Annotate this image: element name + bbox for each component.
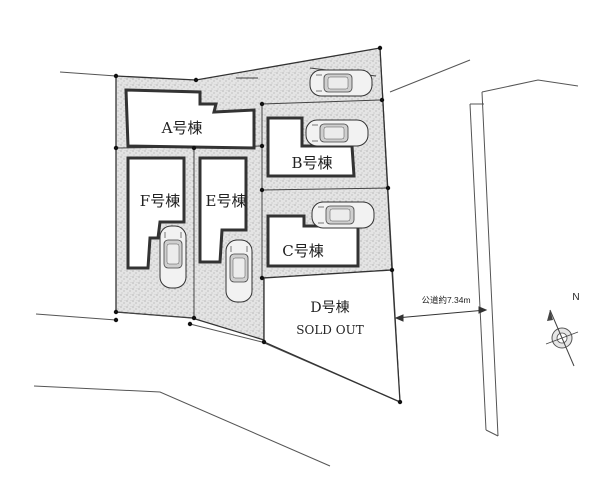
car-icon xyxy=(305,119,369,147)
lot-f-label: F号棟 xyxy=(140,192,180,210)
lot-e-building xyxy=(198,156,248,264)
compass-icon xyxy=(545,309,579,367)
lot-b-label: B号棟 xyxy=(291,154,332,172)
road-width-dimension xyxy=(394,306,488,322)
lot-f-building xyxy=(126,156,186,270)
car-icon xyxy=(159,225,187,289)
lot-c-label: C号棟 xyxy=(282,242,323,260)
compass-north-label: N xyxy=(572,292,579,303)
car-icon xyxy=(309,69,373,97)
lot-d-label: D号棟 xyxy=(310,300,349,316)
lot-e-label: E号棟 xyxy=(206,192,247,210)
car-icon xyxy=(225,239,253,303)
lot-a-building xyxy=(124,88,256,150)
lot-d-status: SOLD OUT xyxy=(296,323,363,337)
road-width-label: 公道約7.34m xyxy=(421,295,470,305)
boundary-markers xyxy=(113,45,403,405)
lot-a-label: A号棟 xyxy=(161,119,203,137)
car-icon xyxy=(311,201,375,229)
